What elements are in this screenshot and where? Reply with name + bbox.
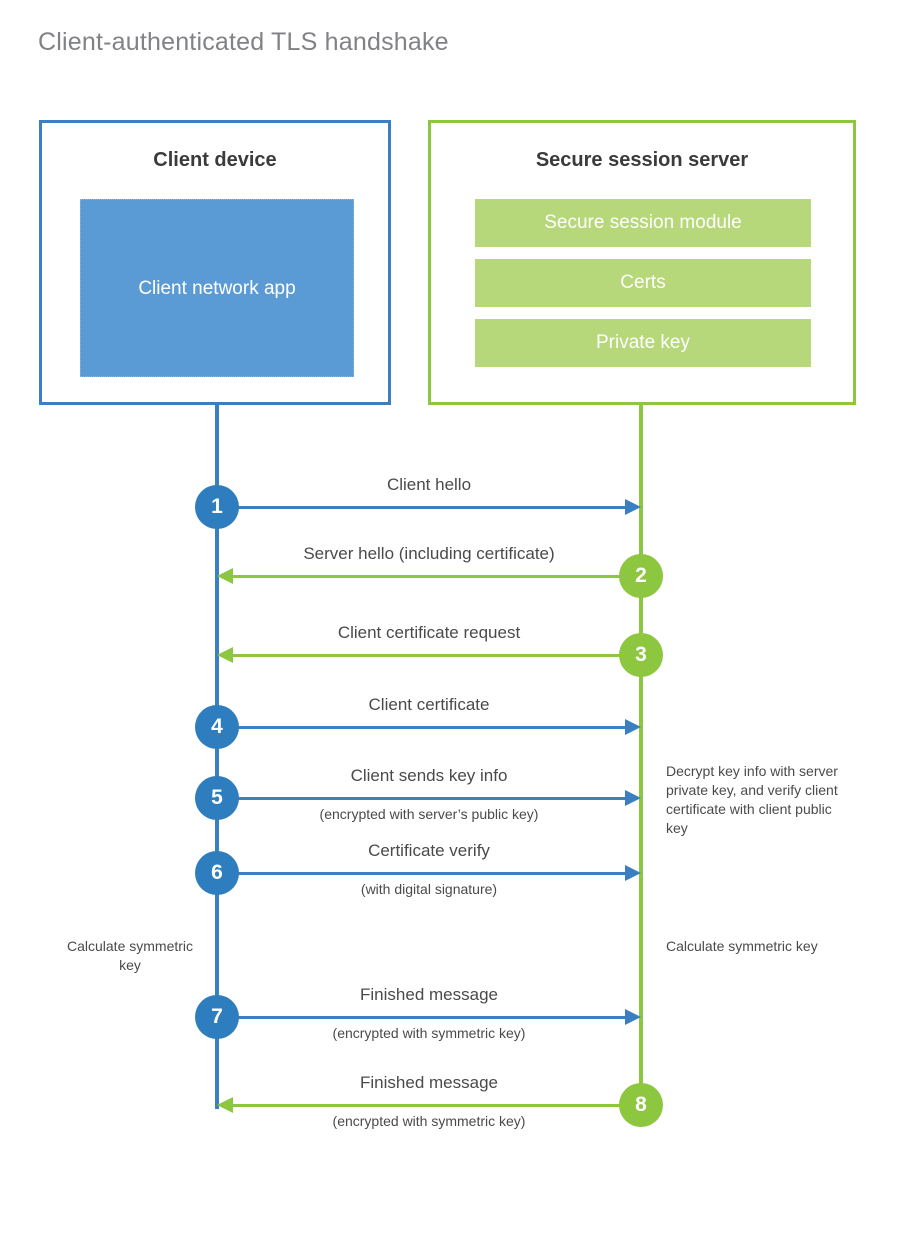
arrow-head-icon-1 [625, 499, 641, 515]
message-label-2: Server hello (including certificate) [303, 544, 555, 563]
note-client-calculate-symmetric-key: Calculate symmetric key [66, 938, 194, 973]
arrow-line-1 [219, 506, 625, 509]
message-label-6: Certificate verify [368, 841, 490, 860]
arrow-line-4 [219, 726, 625, 729]
step-badge-1: 1 [195, 485, 239, 529]
arrow-line-5 [219, 797, 625, 800]
server-item-secure-session-module: Secure session module [475, 199, 811, 247]
client-network-app-block: Client network app [80, 199, 354, 377]
arrow-line-2 [233, 575, 639, 578]
note-server-decrypt: Decrypt key info with server private key… [666, 763, 838, 836]
message-label-4: Client certificate [368, 695, 490, 714]
page-title: Client-authenticated TLS handshake [38, 28, 449, 56]
secure-session-server-title: Secure session server [535, 149, 749, 171]
message-sublabel-7: (encrypted with symmetric key) [332, 1025, 526, 1041]
step-badge-7: 7 [195, 995, 239, 1039]
message-label-5: Client sends key info [350, 766, 508, 785]
arrow-head-icon-5 [625, 790, 641, 806]
step-badge-2: 2 [619, 554, 663, 598]
message-label-7: Finished message [360, 985, 498, 1004]
client-device-title: Client device [153, 149, 277, 171]
step-badge-3: 3 [619, 633, 663, 677]
arrow-head-icon-7 [625, 1009, 641, 1025]
arrow-line-7 [219, 1016, 625, 1019]
step-badge-5: 5 [195, 776, 239, 820]
note-server-calculate-symmetric-key: Calculate symmetric key [666, 938, 818, 954]
step-badge-8: 8 [619, 1083, 663, 1127]
arrow-line-6 [219, 872, 625, 875]
step-badge-6: 6 [195, 851, 239, 895]
arrow-head-icon-2 [217, 568, 233, 584]
arrow-head-icon-6 [625, 865, 641, 881]
server-item-private-key: Private key [475, 319, 811, 367]
message-label-8: Finished message [360, 1073, 498, 1092]
server-lifeline [639, 405, 643, 1107]
message-sublabel-8: (encrypted with symmetric key) [332, 1113, 526, 1129]
arrow-head-icon-3 [217, 647, 233, 663]
server-component-stack: Secure session module Certs Private key [475, 199, 811, 367]
client-device-box: Client device Client network app [39, 120, 391, 405]
server-item-certs: Certs [475, 259, 811, 307]
arrow-head-icon-4 [625, 719, 641, 735]
arrow-line-8 [233, 1104, 639, 1107]
arrow-head-icon-8 [217, 1097, 233, 1113]
arrow-line-3 [233, 654, 639, 657]
message-label-1: Client hello [386, 475, 472, 494]
step-badge-4: 4 [195, 705, 239, 749]
message-sublabel-6: (with digital signature) [360, 881, 498, 897]
client-lifeline [215, 405, 219, 1109]
secure-session-server-box: Secure session server Secure session mod… [428, 120, 856, 405]
message-label-3: Client certificate request [337, 623, 521, 642]
message-sublabel-5: (encrypted with server’s public key) [319, 806, 539, 822]
